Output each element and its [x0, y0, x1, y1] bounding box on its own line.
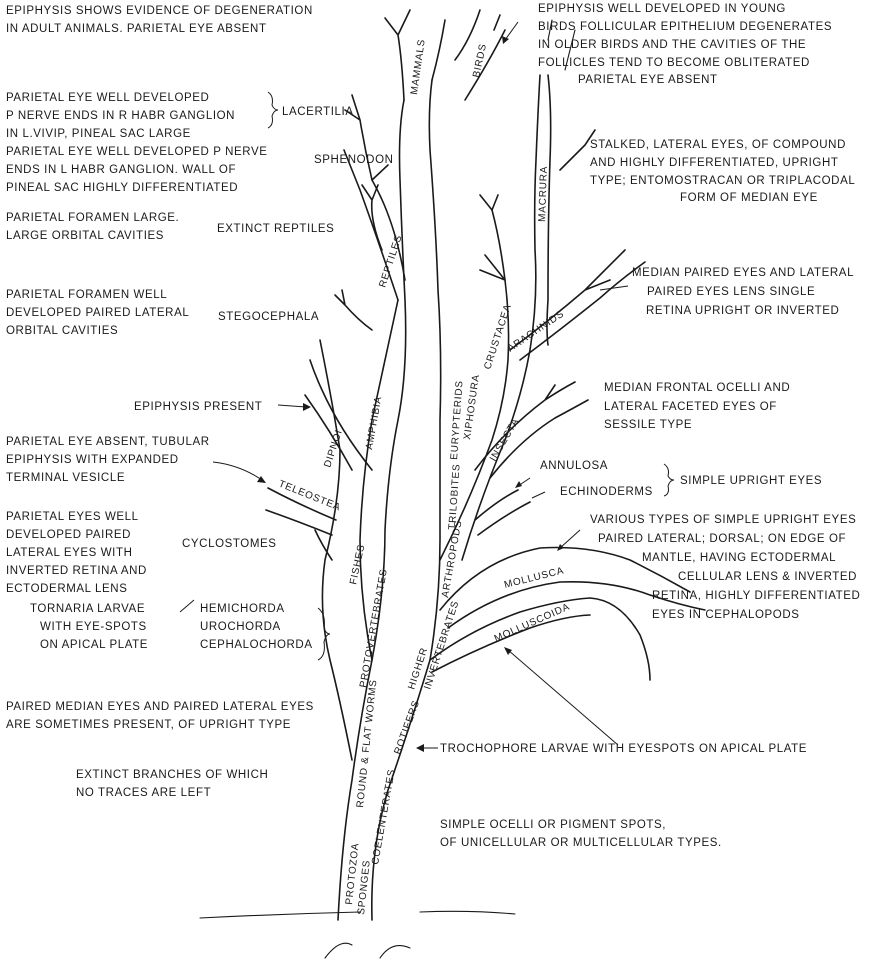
note-extinct-reptiles: PARIETAL FORAMEN LARGE. LARGE ORBITAL CA…	[6, 212, 183, 242]
note-epiphysis-degeneration: EPIPHYSIS SHOWS EVIDENCE OF DEGENERATION…	[6, 5, 317, 35]
arrow-teleostea-note	[213, 462, 262, 480]
branch-label-birds: BIRDS	[471, 43, 489, 79]
label-extinct-reptiles: EXTINCT REPTILES	[217, 223, 334, 235]
arrow-tornaria	[180, 600, 194, 612]
note-teleostea: PARIETAL EYE ABSENT, TUBULAR EPIPHYSIS W…	[6, 436, 213, 484]
label-stegocephala: STEGOCEPHALA	[218, 311, 319, 323]
note-stegocephala: PARIETAL FORAMEN WELL DEVELOPED PAIRED L…	[6, 289, 193, 337]
branch-label-amphibia: AMPHIBIA	[364, 395, 384, 450]
molluscoida-branch	[430, 598, 650, 680]
root-left	[325, 943, 352, 958]
ground-line-left	[200, 912, 360, 918]
note-paired-median: PAIRED MEDIAN EYES AND PAIRED LATERAL EY…	[6, 701, 318, 731]
branch-label-invertebrates: INVERTEBRATES	[422, 599, 461, 691]
root-right	[380, 946, 410, 958]
label-annulosa: ANNULOSA	[540, 460, 608, 472]
branch-label-dipnoi: DIPNOI	[322, 428, 345, 469]
arrow-trochophore-left-head	[416, 744, 424, 752]
crustacea-branch	[547, 75, 595, 345]
label-cyclostomes: CYCLOSTOMES	[182, 538, 277, 550]
branch-label-eurypterids: EURYPTERIDS	[449, 380, 466, 460]
arrow-mollusca-note	[560, 530, 580, 548]
branch-label-trilobites: TRILOBITES	[447, 463, 463, 530]
brace-simple-upright	[664, 464, 674, 496]
arrow-trochophore-head	[504, 647, 512, 655]
note-arachnids: MEDIAN PAIRED EYES AND LATERAL PAIRED EY…	[632, 267, 857, 317]
note-crustacea: STALKED, LATERAL EYES, OF COMPOUND AND H…	[590, 139, 859, 204]
note-lacertilia: PARIETAL EYE WELL DEVELOPED P NERVE ENDS…	[6, 92, 239, 140]
branch-label-insecta: INSECTA	[488, 416, 522, 463]
note-extinct-branches: EXTINCT BRANCHES OF WHICH NO TRACES ARE …	[76, 769, 272, 799]
branch-label-coelenterates: COELENTERATES	[370, 768, 398, 865]
note-mollusca: VARIOUS TYPES OF SIMPLE UPRIGHT EYES PAI…	[590, 514, 864, 621]
label-cephalochorda: CEPHALOCHORDA	[200, 639, 313, 651]
label-lacertilia: LACERTILIA	[282, 106, 354, 118]
ground-line-right	[420, 911, 515, 914]
branch-label-macrura: MACRURA	[537, 166, 550, 223]
note-cyclostomes: PARIETAL EYES WELL DEVELOPED PAIRED LATE…	[6, 511, 151, 595]
branch-label-fishes: FISHES	[348, 543, 367, 585]
stegocephala-branch	[335, 290, 372, 330]
brace-lacertilia	[268, 92, 278, 128]
arrow-trochophore	[508, 650, 618, 745]
label-echinoderms: ECHINODERMS	[560, 486, 653, 498]
arrow-echinoderms	[532, 492, 545, 498]
arrow-epiphysis-present-head	[303, 403, 311, 411]
crustacea-twigs	[480, 195, 505, 280]
branch-label-mammals: MAMMALS	[409, 38, 428, 95]
note-trochophore: TROCHOPHORE LARVAE WITH EYESPOTS ON APIC…	[440, 743, 807, 755]
note-epiphysis-present: EPIPHYSIS PRESENT	[134, 401, 262, 413]
arrow-birds-note-head	[502, 36, 509, 44]
label-hemichorda: HEMICHORDA	[200, 603, 285, 615]
arrow-annulosa-head	[515, 481, 522, 488]
label-urochorda: UROCHORDA	[200, 621, 281, 633]
note-insecta: MEDIAN FRONTAL OCELLI AND LATERAL FACETE…	[604, 382, 794, 431]
branch-label-protovertebrates: PROTOVERTEBRATES	[358, 568, 390, 689]
arrow-birds-note	[505, 22, 518, 40]
branch-labels: MAMMALS BIRDS REPTILES AMPHIBIA DIPNOI T…	[277, 38, 572, 915]
label-sphenodon: SPHENODON	[314, 154, 394, 166]
note-simple-ocelli: SIMPLE OCELLI OR PIGMENT SPOTS, OF UNICE…	[440, 819, 722, 849]
note-birds: EPIPHYSIS WELL DEVELOPED IN YOUNG BIRDS …	[538, 3, 836, 86]
note-sphenodon: PARIETAL EYE WELL DEVELOPED P NERVE ENDS…	[6, 146, 271, 194]
arrow-epiphysis-present	[278, 405, 306, 407]
branch-label-worms: ROUND & FLAT WORMS	[355, 679, 379, 808]
note-tornaria: TORNARIA LARVAE WITH EYE-SPOTS ON APICAL…	[30, 603, 151, 651]
dipnoi-branch	[305, 360, 372, 470]
group-labels: LACERTILIA SPHENODON EXTINCT REPTILES ST…	[182, 106, 653, 651]
annotation-notes: EPIPHYSIS SHOWS EVIDENCE OF DEGENERATION…	[6, 3, 864, 849]
note-simple-upright-eyes: SIMPLE UPRIGHT EYES	[680, 475, 822, 487]
